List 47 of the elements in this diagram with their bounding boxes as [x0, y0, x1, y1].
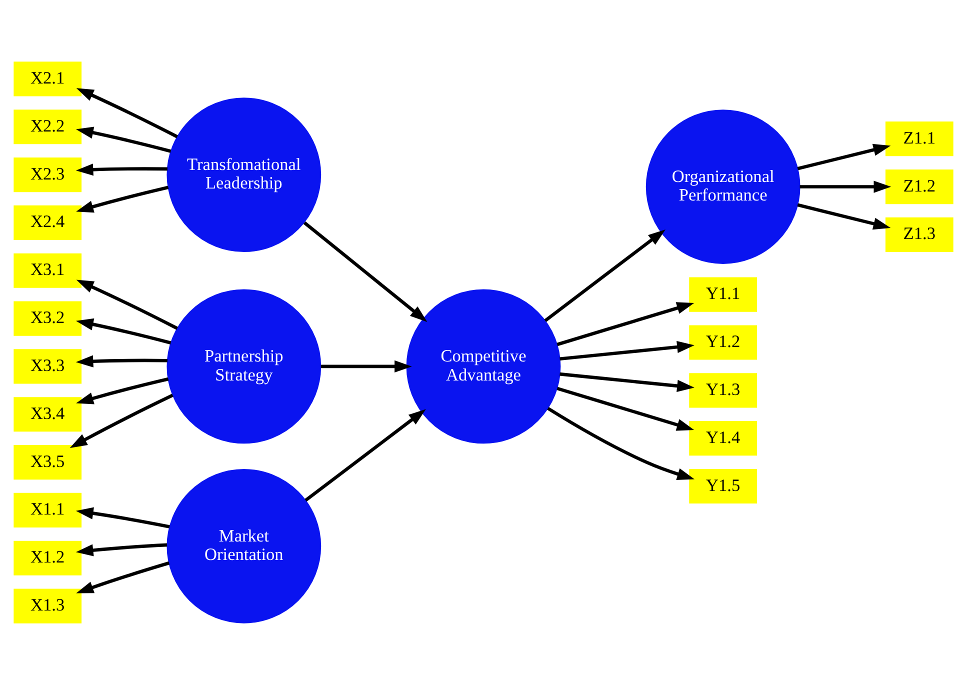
node-box: X2.1	[13, 61, 82, 96]
arrow	[76, 88, 178, 138]
arrow	[796, 202, 890, 230]
arrow	[76, 376, 168, 404]
node-circle: Transfomational Leadership	[166, 97, 321, 252]
node-box: X1.2	[13, 540, 82, 575]
node-circle: Partnership Strategy	[166, 288, 321, 444]
arrow	[75, 163, 167, 176]
node-box: Y1.4	[688, 420, 757, 456]
node-circle: Market Orientation	[166, 468, 321, 623]
arrow	[75, 542, 167, 556]
arrow	[559, 340, 694, 360]
arrow	[799, 180, 891, 192]
node-box: X3.1	[13, 252, 82, 288]
node-box: Z1.2	[884, 168, 953, 204]
node-box: Z1.3	[884, 216, 953, 252]
node-box: X2.2	[13, 109, 82, 144]
arrow	[76, 560, 170, 593]
arrow	[75, 506, 170, 528]
arrow	[69, 393, 173, 448]
arrow	[559, 372, 694, 392]
arrow	[544, 228, 665, 322]
node-box: Z1.1	[884, 121, 953, 156]
node-box: Y1.5	[688, 468, 757, 504]
arrow	[76, 279, 178, 330]
node-box: X3.3	[13, 348, 82, 384]
arrow	[556, 386, 694, 430]
arrow	[556, 302, 694, 346]
arrow	[796, 143, 890, 170]
node-box: Y1.1	[688, 276, 757, 312]
node-box: X1.3	[13, 588, 82, 623]
node-box: X2.4	[13, 204, 82, 240]
node-box: X3.4	[13, 396, 82, 432]
arrow	[302, 220, 427, 322]
arrow	[75, 354, 167, 367]
node-box: Y1.2	[688, 324, 757, 360]
arrow	[320, 360, 412, 372]
arrow	[546, 406, 694, 480]
node-box: X3.5	[13, 444, 82, 480]
arrow	[75, 318, 171, 344]
arrow	[75, 126, 171, 152]
node-box: X3.2	[13, 300, 82, 336]
node-box: Y1.3	[688, 372, 757, 408]
node-box: X1.1	[13, 492, 82, 527]
arrow	[76, 185, 168, 212]
arrow	[304, 408, 426, 502]
node-box: X2.3	[13, 157, 82, 192]
